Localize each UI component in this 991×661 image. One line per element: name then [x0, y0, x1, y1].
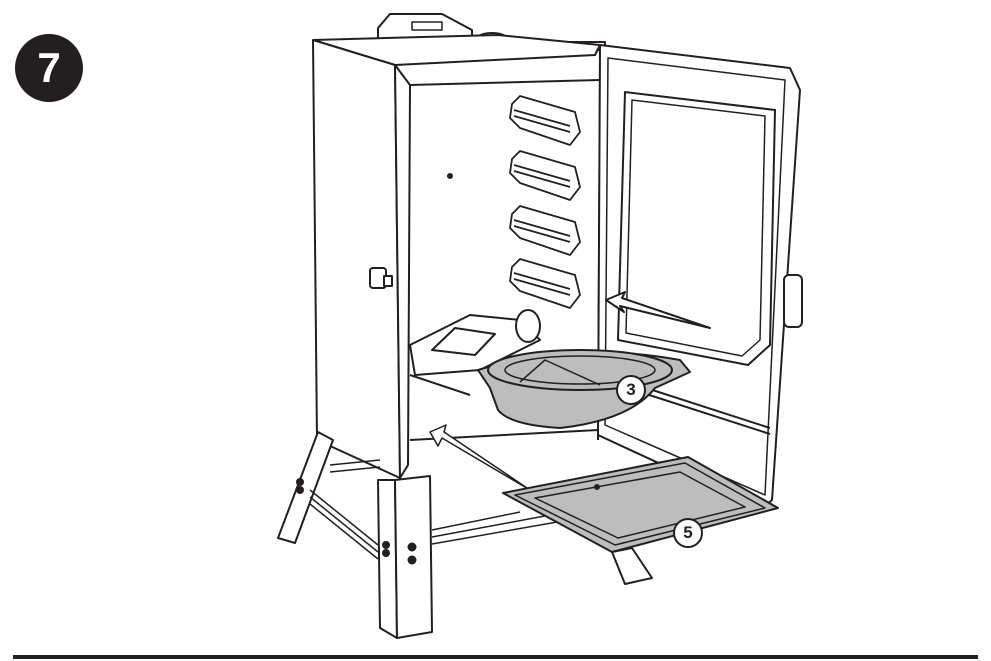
smoker-legs [277, 431, 653, 639]
section-divider [13, 655, 978, 659]
callout-water-bowl: 3 [616, 375, 646, 405]
chip-tray [409, 309, 541, 396]
step-number-badge: 7 [15, 34, 83, 102]
smoker-door [597, 44, 803, 511]
drip-tray [502, 456, 779, 553]
rack-supports [509, 95, 581, 309]
step-number: 7 [37, 44, 61, 91]
callout-drip-tray: 5 [673, 518, 703, 548]
